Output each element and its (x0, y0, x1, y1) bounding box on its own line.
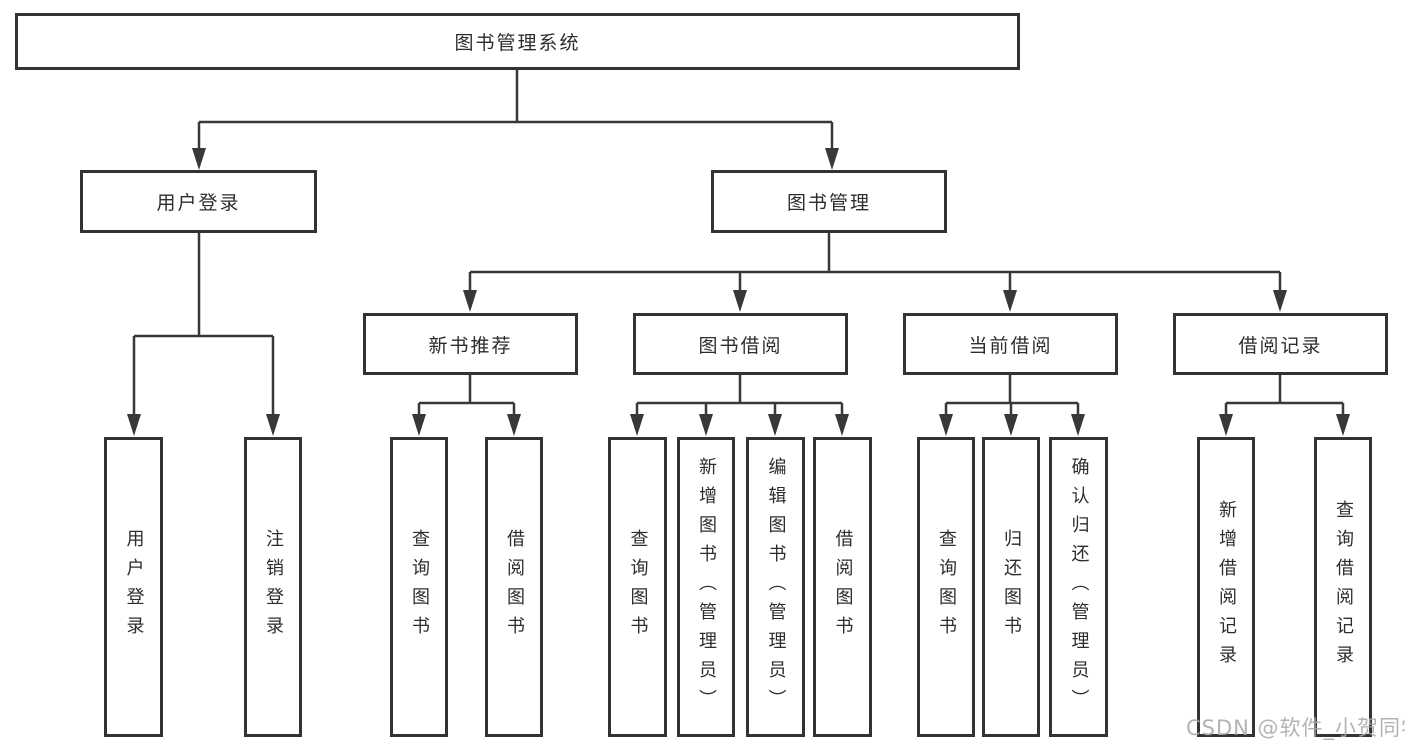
leaf-label: 查询借阅记录 (1333, 500, 1354, 674)
leaf-label: 注销登录 (263, 529, 284, 645)
node-label: 借阅记录 (1238, 334, 1323, 357)
leaf-user-login: 用户登录 (104, 437, 163, 737)
node-borrow-records: 借阅记录 (1173, 313, 1388, 375)
node-new-book-recommend: 新书推荐 (363, 313, 578, 375)
node-label: 当前借阅 (968, 334, 1053, 357)
leaf-edit-book-admin: 编辑图书（管理员） (746, 437, 805, 737)
node-root-library-system: 图书管理系统 (15, 13, 1020, 70)
edge-book-borrow-to-leaves (630, 375, 849, 436)
leaf-label: 查询图书 (409, 529, 430, 645)
leaf-borrow-book-under-recommend: 借阅图书 (485, 437, 543, 737)
leaf-logout: 注销登录 (244, 437, 302, 737)
node-label: 新书推荐 (428, 334, 513, 357)
leaf-add-borrow-record: 新增借阅记录 (1197, 437, 1255, 737)
edge-user-login-to-leaves (127, 233, 280, 436)
node-label: 图书借阅 (698, 334, 783, 357)
leaf-label: 新增借阅记录 (1216, 500, 1237, 674)
leaf-label: 用户登录 (123, 529, 145, 645)
node-label: 用户登录 (156, 192, 241, 214)
edge-current-borrow-to-leaves (939, 375, 1085, 436)
leaf-label: 查询图书 (936, 529, 957, 645)
edge-book-management-to-level3 (463, 233, 1287, 312)
leaf-query-book-under-borrow: 查询图书 (608, 437, 667, 737)
node-label: 图书管理系统 (454, 32, 581, 54)
node-book-management: 图书管理 (711, 170, 947, 233)
edge-borrow-records-to-leaves (1219, 375, 1350, 436)
node-label: 图书管理 (786, 192, 871, 214)
csdn-watermark: CSDN @软件_小贺同学 (1186, 716, 1405, 740)
leaf-label: 借阅图书 (832, 529, 854, 645)
leaf-label: 新增图书（管理员） (696, 456, 717, 718)
node-user-login: 用户登录 (80, 170, 317, 233)
node-book-borrow: 图书借阅 (633, 313, 848, 375)
leaf-label: 归还图书 (1001, 529, 1022, 645)
node-current-borrow: 当前借阅 (903, 313, 1118, 375)
leaf-borrow-book-under-borrow: 借阅图书 (813, 437, 872, 737)
edge-new-book-recommend-to-leaves (412, 375, 521, 436)
leaf-label: 编辑图书（管理员） (765, 456, 787, 718)
leaf-add-book-admin: 新增图书（管理员） (677, 437, 735, 737)
edge-root-to-level2 (192, 70, 839, 170)
leaf-label: 借阅图书 (504, 529, 525, 645)
leaf-confirm-return-admin: 确认归还（管理员） (1049, 437, 1108, 737)
leaf-return-book: 归还图书 (982, 437, 1040, 737)
leaf-query-borrow-record: 查询借阅记录 (1314, 437, 1372, 737)
leaf-label: 确认归还（管理员） (1068, 456, 1090, 718)
leaf-query-book-under-recommend: 查询图书 (390, 437, 448, 737)
leaf-label: 查询图书 (627, 529, 649, 645)
leaf-query-book-under-current: 查询图书 (917, 437, 975, 737)
